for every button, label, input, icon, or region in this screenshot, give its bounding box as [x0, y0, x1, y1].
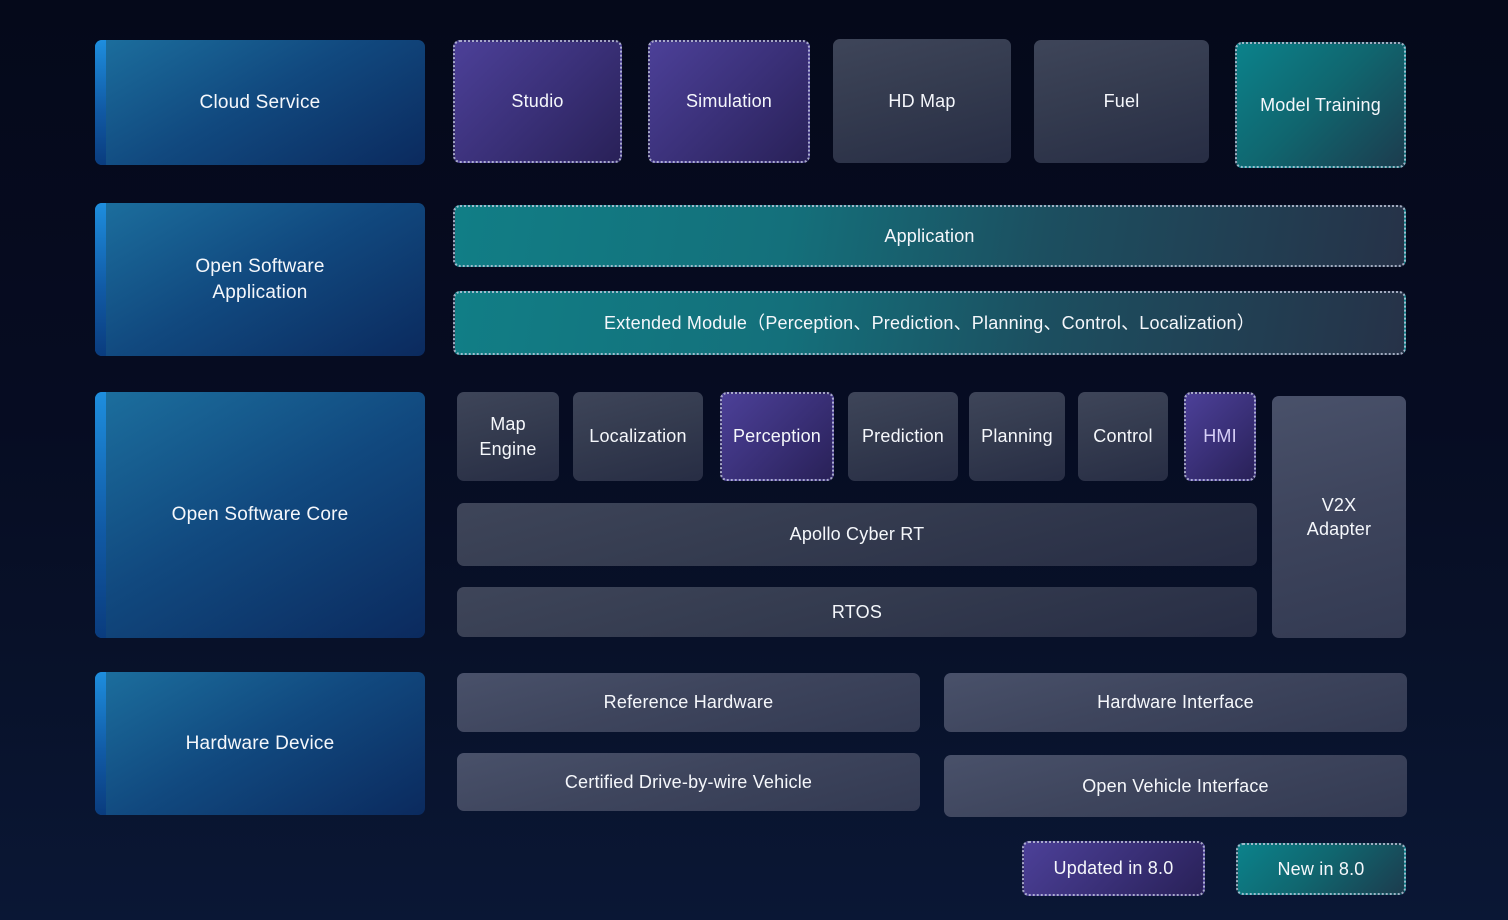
accent-strip — [95, 672, 106, 815]
legend-updated-in-8-0: Updated in 8.0 — [1022, 841, 1205, 896]
model-training-box: Model Training — [1235, 42, 1406, 168]
perception-box: Perception — [720, 392, 834, 481]
extended-module-label: Extended Module（Perception、Prediction、Pl… — [604, 312, 1255, 333]
legend-new-label: New in 8.0 — [1277, 858, 1365, 879]
studio-box: Studio — [453, 40, 622, 163]
rtos-label: RTOS — [831, 601, 883, 622]
planning-label: Planning — [981, 426, 1053, 447]
v2x-adapter-box: V2X Adapter — [1272, 396, 1406, 638]
map-engine-box: Map Engine — [457, 392, 559, 481]
open-vehicle-interface-bar: Open Vehicle Interface — [944, 755, 1407, 817]
hardware-interface-label: Hardware Interface — [1097, 692, 1254, 713]
accent-strip — [95, 40, 106, 165]
reference-hardware-bar: Reference Hardware — [457, 673, 920, 732]
prediction-box: Prediction — [848, 392, 958, 481]
hardware-device-label: Hardware Device — [185, 732, 335, 754]
legend-new-in-8-0: New in 8.0 — [1236, 843, 1406, 895]
certified-drive-by-wire-vehicle-label: Certified Drive-by-wire Vehicle — [564, 771, 813, 792]
map-engine-label: Map Engine — [479, 414, 537, 459]
simulation-box: Simulation — [648, 40, 810, 163]
open-software-core-box: Open Software Core — [95, 392, 425, 638]
rtos-bar: RTOS — [457, 587, 1257, 637]
hmi-label: HMI — [1203, 426, 1237, 447]
hmi-box: HMI — [1184, 392, 1256, 481]
open-software-application-label: Open Software Application — [195, 255, 325, 303]
hardware-device-box: Hardware Device — [95, 672, 425, 815]
accent-strip — [95, 392, 106, 638]
open-software-core-label: Open Software Core — [171, 504, 349, 526]
accent-strip — [95, 203, 106, 356]
application-bar: Application — [453, 205, 1406, 267]
hardware-interface-bar: Hardware Interface — [944, 673, 1407, 732]
planning-box: Planning — [969, 392, 1065, 481]
apollo-cyber-rt-label: Apollo Cyber RT — [789, 524, 925, 545]
hd-map-box: HD Map — [833, 39, 1011, 163]
perception-label: Perception — [732, 426, 822, 447]
application-label: Application — [884, 225, 975, 246]
simulation-label: Simulation — [685, 91, 773, 112]
localization-label: Localization — [589, 426, 687, 447]
legend-updated-label: Updated in 8.0 — [1053, 858, 1174, 879]
localization-box: Localization — [573, 392, 703, 481]
v2x-adapter-label: V2X Adapter — [1306, 494, 1372, 539]
fuel-box: Fuel — [1034, 40, 1209, 163]
control-box: Control — [1078, 392, 1168, 481]
open-vehicle-interface-label: Open Vehicle Interface — [1082, 775, 1269, 796]
control-label: Control — [1093, 426, 1153, 447]
reference-hardware-label: Reference Hardware — [603, 692, 774, 713]
fuel-label: Fuel — [1103, 91, 1140, 112]
cloud-service-label: Cloud Service — [199, 91, 321, 113]
hd-map-label: HD Map — [888, 90, 956, 111]
open-software-application-box: Open Software Application — [95, 203, 425, 356]
cloud-service-box: Cloud Service — [95, 40, 425, 165]
apollo-cyber-rt-bar: Apollo Cyber RT — [457, 503, 1257, 566]
studio-label: Studio — [511, 91, 564, 112]
prediction-label: Prediction — [861, 426, 945, 447]
extended-module-bar: Extended Module（Perception、Prediction、Pl… — [453, 291, 1406, 355]
model-training-label: Model Training — [1260, 94, 1381, 115]
certified-drive-by-wire-vehicle-bar: Certified Drive-by-wire Vehicle — [457, 753, 920, 811]
